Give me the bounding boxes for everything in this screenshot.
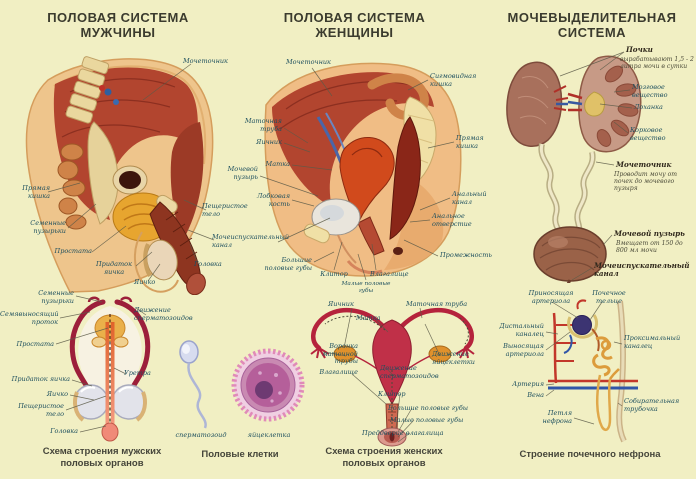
desc-bladder: Вмещает от 150 до 800 мл мочи xyxy=(616,240,683,254)
label-female-vagina: Влагалище xyxy=(370,270,409,278)
label-female-rectum: Прямая кишка xyxy=(456,134,484,150)
label-female-sigmoid-colon: Сигмовидная кишка xyxy=(430,72,477,88)
label-female-labia-majora: Большие половые губы xyxy=(264,256,312,272)
label-fschema-infundibulum: Воронка маточной трубы xyxy=(322,342,358,365)
label-efferent-arteriole: Выносящая артериола xyxy=(503,342,544,358)
label-female-clitoris: Клитор xyxy=(320,270,348,278)
label-renal-corpuscle: Почечное тельце xyxy=(592,289,626,305)
label-artery: Артерия xyxy=(512,380,544,388)
label-male-seminal-vesicles: Семенные пузырьки xyxy=(30,219,66,235)
label-female-ovary: Яичник xyxy=(256,138,282,146)
label-vein: Вена xyxy=(527,391,544,399)
label-sperm-cell: сперматозоид xyxy=(175,431,227,439)
label-female-fallopian-tube: Маточная труба xyxy=(244,117,282,133)
label-female-anal-canal: Анальный канал xyxy=(452,190,487,206)
label-schema-glans: Головка xyxy=(50,427,78,435)
label-schema-seminal-vesicles: Семенные пузырьки xyxy=(38,289,74,305)
label-schema-prostate: Простата xyxy=(16,340,54,348)
label-male-epididymis: Придаток яичка xyxy=(96,260,132,276)
label-urethra: Мочеиспускательный канал xyxy=(594,261,690,279)
label-female-pubic-bone: Лобковая кость xyxy=(256,192,290,208)
label-fschema-uterus: Матка xyxy=(356,314,381,322)
label-female-uterus: Матка xyxy=(265,160,290,168)
desc-kidneys: вырабатывают 1,5 - 2 литра мочи в сутки xyxy=(620,56,694,70)
label-female-bladder: Мочевой пузырь xyxy=(227,165,258,181)
label-fschema-clitoris: Клитор xyxy=(378,390,406,398)
label-fschema-vestibule: Преддверие влагалища xyxy=(362,429,444,437)
label-female-perineum: Промежность xyxy=(440,251,492,259)
label-medulla: Мозговое вещество xyxy=(632,83,668,99)
label-schema-cavernous-body: Пещеристое тело xyxy=(18,402,64,418)
label-schema-urethra: Уретра xyxy=(124,369,151,377)
male-anatomy-illustration xyxy=(25,56,214,295)
label-collecting-duct: Собирательная трубочка xyxy=(624,397,680,413)
label-distal-tubule: Дистальный каналец xyxy=(499,322,544,338)
label-male-prostate: Простата xyxy=(54,247,92,255)
label-female-anus: Анальное отверстие xyxy=(432,212,472,228)
label-schema-sperm-movement: Движение сперматозоидов xyxy=(134,306,193,322)
label-schema-testis: Яичко xyxy=(46,390,68,398)
label-afferent-arteriole: Приносящая артериола xyxy=(528,289,574,305)
desc-ureter: Проводит мочу от почек до мочевого пузыр… xyxy=(614,171,678,192)
label-ureter: Мочеточник xyxy=(616,160,672,169)
label-fschema-egg-movement: Движение яйцеклетки xyxy=(432,350,475,366)
label-male-glans: Головка xyxy=(194,260,222,268)
caption-nephron: Строение почечного нефрона xyxy=(519,449,661,460)
nephron-illustration xyxy=(548,299,638,443)
label-male-rectum: Прямая кишка xyxy=(22,184,50,200)
label-female-ureter: Мочеточник xyxy=(286,58,331,66)
label-renal-pelvis: Лоханка xyxy=(634,103,663,111)
egg-cell-illustration xyxy=(231,348,305,422)
label-bladder: Мочевой пузырь xyxy=(614,229,685,238)
label-fschema-vagina: Влагалище xyxy=(319,368,358,376)
label-fschema-ovary: Яичник xyxy=(328,300,354,308)
label-male-testis: Яичко xyxy=(134,278,156,286)
label-egg-cell: яйцеклетка xyxy=(247,431,291,439)
label-fschema-labia-minora: Малые половые губы xyxy=(390,416,464,424)
label-fschema-labia-majora: Большие половые губы xyxy=(388,404,469,412)
label-kidneys: Почки xyxy=(626,45,653,54)
label-fschema-fallopian-tube: Маточная труба xyxy=(406,300,468,308)
label-schema-vas-deferens: Семявыносящий проток xyxy=(0,310,59,326)
female-anatomy-illustration xyxy=(264,62,462,277)
label-proximal-tubule: Проксимальный каналец xyxy=(624,334,681,350)
label-cortex: Корковое вещество xyxy=(630,126,666,142)
sperm-cell-illustration xyxy=(179,340,207,429)
label-fschema-sperm-movement: Движение сперматозоидов xyxy=(380,364,439,380)
label-male-cavernous-body: Пещеристое тело xyxy=(202,202,248,218)
label-nephron-loop: Петля нефрона xyxy=(542,409,572,425)
label-schema-epididymis: Придаток яичка xyxy=(11,375,70,383)
caption-cells: Половые клетки xyxy=(201,449,279,460)
label-male-ureter: Мочеточник xyxy=(183,57,228,65)
label-female-labia-minora: Малые половые губы xyxy=(341,281,391,294)
label-male-urethra: Мочеиспускательный канал xyxy=(212,233,290,249)
